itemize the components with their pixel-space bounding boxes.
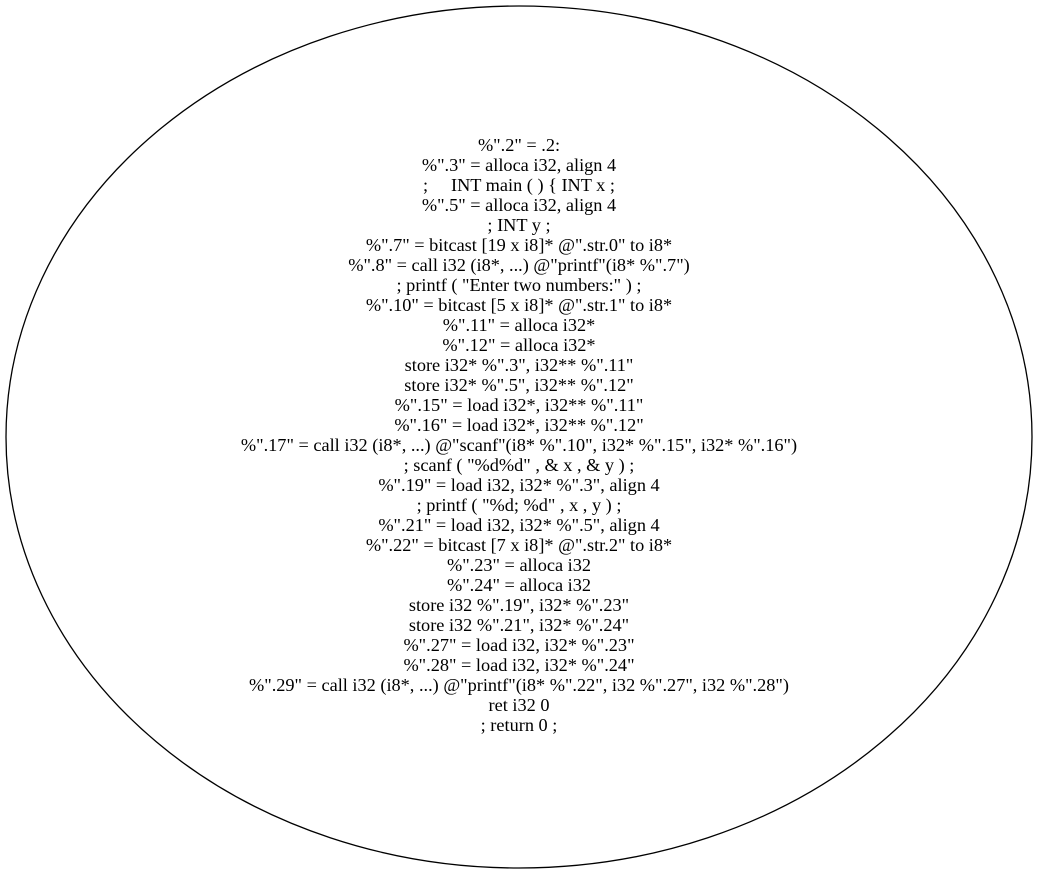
code-line: %".5" = alloca i32, align 4 bbox=[421, 195, 617, 215]
code-line: store i32 %".19", i32* %".23" bbox=[408, 595, 630, 615]
code-line: %".10" = bitcast [5 x i8]* @".str.1" to … bbox=[365, 295, 673, 315]
code-line: %".7" = bitcast [19 x i8]* @".str.0" to … bbox=[365, 235, 673, 255]
code-line: %".15" = load i32*, i32** %".11" bbox=[394, 395, 644, 415]
node-ellipse bbox=[5, 5, 1033, 869]
code-line: %".8" = call i32 (i8*, ...) @"printf"(i8… bbox=[348, 255, 690, 275]
code-line: %".2" = .2: bbox=[477, 135, 561, 155]
code-line: %".29" = call i32 (i8*, ...) @"printf"(i… bbox=[249, 675, 789, 695]
code-line: %".24" = alloca i32 bbox=[446, 575, 592, 595]
code-line: store i32* %".3", i32** %".11" bbox=[404, 355, 634, 375]
code-line: store i32 %".21", i32* %".24" bbox=[408, 615, 630, 635]
code-line: %".27" = load i32, i32* %".23" bbox=[403, 635, 635, 655]
code-line: ; scanf ( "%d%d" , & x , & y ) ; bbox=[403, 455, 635, 475]
code-line: ; printf ( "%d; %d" , x , y ) ; bbox=[416, 495, 622, 515]
code-line: %".22" = bitcast [7 x i8]* @".str.2" to … bbox=[365, 535, 673, 555]
code-line: %".28" = load i32, i32* %".24" bbox=[403, 655, 635, 675]
code-line: %".17" = call i32 (i8*, ...) @"scanf"(i8… bbox=[240, 435, 798, 455]
code-line: %".11" = alloca i32* bbox=[442, 315, 596, 335]
code-line: ret i32 0 bbox=[488, 695, 550, 715]
code-line: ; INT y ; bbox=[487, 215, 551, 235]
code-line: ; printf ( "Enter two numbers:" ) ; bbox=[396, 275, 642, 295]
code-line: %".12" = alloca i32* bbox=[442, 335, 596, 355]
code-line: %".21" = load i32, i32* %".5", align 4 bbox=[378, 515, 660, 535]
code-line: %".3" = alloca i32, align 4 bbox=[421, 155, 617, 175]
code-line: store i32* %".5", i32** %".12" bbox=[404, 375, 634, 395]
code-line: %".23" = alloca i32 bbox=[446, 555, 592, 575]
node-label: %".2" = .2:%".3" = alloca i32, align 4; … bbox=[0, 135, 1038, 735]
code-line: %".19" = load i32, i32* %".3", align 4 bbox=[378, 475, 660, 495]
code-line: ; INT main ( ) { INT x ; bbox=[423, 175, 615, 195]
code-line: ; return 0 ; bbox=[480, 715, 558, 735]
code-line: %".16" = load i32*, i32** %".12" bbox=[394, 415, 644, 435]
